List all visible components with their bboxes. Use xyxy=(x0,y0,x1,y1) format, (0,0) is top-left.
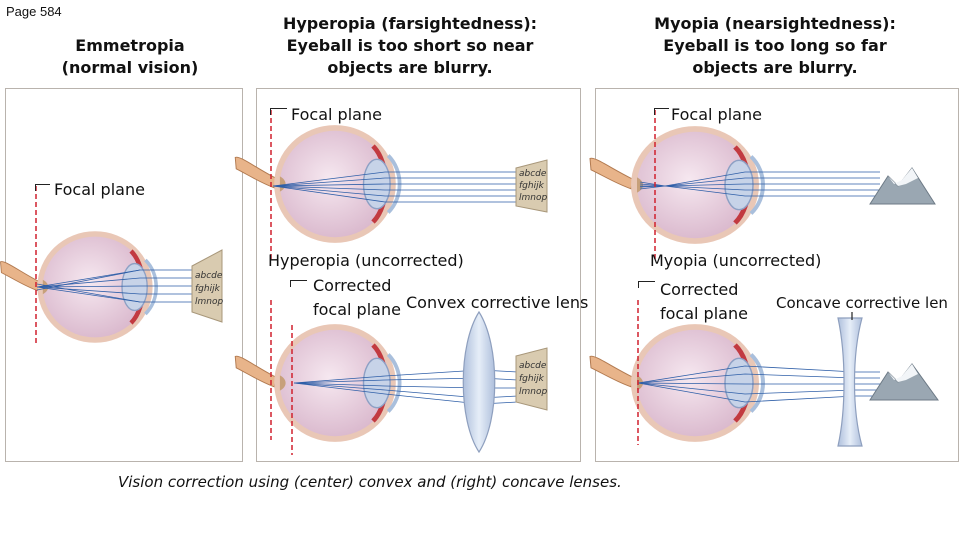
emmetropia-chart-line-3: lmnop xyxy=(195,297,223,307)
myopia-desc-line1: Eyeball is too long so far xyxy=(663,36,887,55)
myopia-title: Myopia (nearsightedness): xyxy=(654,14,896,33)
emmetropia-focal-tick xyxy=(35,184,50,191)
concave-lens-label: Concave corrective len xyxy=(776,294,948,312)
hyperopia-bottom-chart-line-3: lmnop xyxy=(519,387,547,397)
hyperopia-top-chart-line-3: lmnop xyxy=(519,193,547,203)
hyperopia-bottom-chart-line-2: fghijk xyxy=(519,374,545,384)
myopia-corrected-rays xyxy=(637,365,880,403)
emmetropia-title: Emmetropia xyxy=(75,36,185,55)
convex-lens xyxy=(462,310,496,454)
hyperopia-corrected-rays xyxy=(293,369,519,405)
hyperopia-uncorrected-eye-chart: abcde fghijk lmnop xyxy=(515,159,548,213)
hyperopia-corrected-eye xyxy=(235,324,399,442)
hyperopia-heading: Hyperopia (farsightedness): Eyeball is t… xyxy=(265,13,555,79)
myopia-uncorrected-mountain xyxy=(869,167,936,205)
hyperopia-desc-line1: Eyeball is too short so near xyxy=(286,36,534,55)
myopia-focal-plane-label: Focal plane xyxy=(671,105,762,124)
myopia-corrected-mountain xyxy=(869,363,939,401)
myopia-corrected-label-line1: Corrected xyxy=(660,280,739,299)
emmetropia-eye-chart: abcde fghijk lmnop xyxy=(191,249,223,323)
myopia-desc-line2: objects are blurry. xyxy=(692,58,858,77)
hyperopia-focal-plane-label: Focal plane xyxy=(291,105,382,124)
hyperopia-corrected-focal-tick xyxy=(290,280,307,287)
emmetropia-chart-line-1: abcde xyxy=(195,271,223,281)
hyperopia-uncorrected-rays xyxy=(272,171,518,203)
hyperopia-bottom-chart-line-1: abcde xyxy=(519,361,547,371)
figure-caption: Vision correction using (center) convex … xyxy=(118,473,622,491)
emmetropia-subtitle: (normal vision) xyxy=(61,58,199,77)
hyperopia-desc-line2: objects are blurry. xyxy=(327,58,493,77)
myopia-corrected-label-line2: focal plane xyxy=(660,304,748,323)
myopia-heading: Myopia (nearsightedness): Eyeball is too… xyxy=(625,13,925,79)
hyperopia-corrected-label-line1: Corrected xyxy=(313,276,392,295)
emmetropia-heading: Emmetropia (normal vision) xyxy=(30,35,230,79)
emmetropia-eye xyxy=(0,231,156,343)
hyperopia-corrected-eye-chart: abcde fghijk lmnop xyxy=(515,347,548,411)
hyperopia-title: Hyperopia (farsightedness): xyxy=(282,14,538,33)
hyperopia-corrected-label-line2: focal plane xyxy=(313,300,401,319)
hyperopia-focal-tick xyxy=(270,108,287,115)
emmetropia-focal-plane-label: Focal plane xyxy=(54,180,145,199)
concave-lens xyxy=(837,317,863,447)
myopia-focal-tick xyxy=(654,108,669,115)
hyperopia-uncorrected-label: Hyperopia (uncorrected) xyxy=(268,251,464,270)
hyperopia-top-chart-line-1: abcde xyxy=(519,169,547,179)
myopia-uncorrected-label: Myopia (uncorrected) xyxy=(650,251,822,270)
convex-lens-label: Convex corrective lens xyxy=(406,293,589,312)
page-number: Page 584 xyxy=(6,4,62,19)
hyperopia-top-chart-line-2: fghijk xyxy=(519,181,545,191)
myopia-corrected-focal-tick xyxy=(638,281,655,288)
myopia-uncorrected-rays xyxy=(639,171,880,197)
emmetropia-chart-line-2: fghijk xyxy=(195,284,221,294)
emmetropia-light-rays xyxy=(36,269,195,303)
